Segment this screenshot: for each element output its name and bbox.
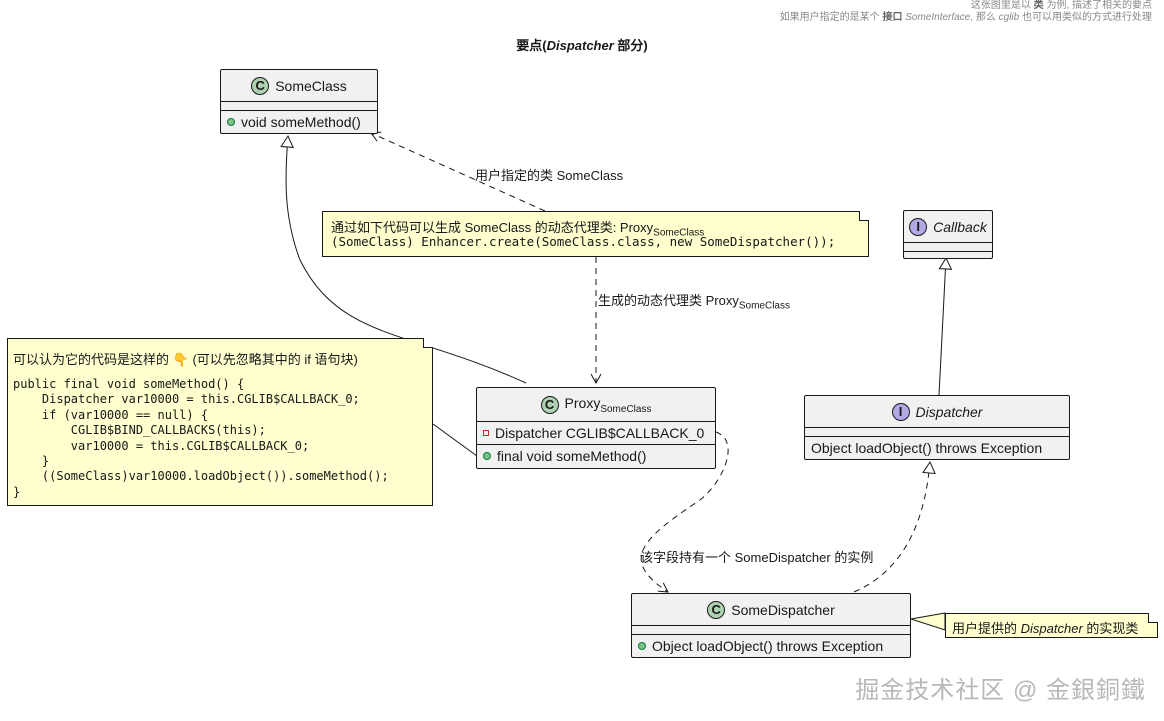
title-text: 部分) — [613, 38, 648, 53]
note-fold — [423, 338, 433, 348]
note-sub: SomeClass — [653, 227, 705, 239]
interface-callback: I Callback — [903, 210, 993, 259]
fields-compartment — [221, 101, 377, 110]
methods-compartment: Object loadObject() throws Exception — [632, 634, 910, 657]
class-name-sub: SomeClass — [600, 403, 652, 415]
note-line: 可以认为它的代码是这样的 👇 (可以先忽略其中的 if 语句块) — [13, 349, 427, 369]
class-header: I Dispatcher — [805, 396, 1069, 427]
interface-name: Callback — [933, 218, 987, 235]
edge-label-sub: SomeClass — [738, 300, 790, 312]
class-name-main: Proxy — [564, 394, 601, 411]
method-label: Object loadObject() throws Exception — [652, 638, 884, 654]
field-to-somedispatcher-arrow — [640, 431, 729, 593]
note-text: 可以认为它的代码是这样的 — [13, 352, 170, 367]
header-text: 为例, 描述了相关的要点 — [1046, 0, 1152, 11]
fields-compartment — [805, 427, 1069, 436]
interface-name: Dispatcher — [915, 403, 983, 420]
note-code-block: public final void someMethod() { Dispatc… — [13, 377, 389, 499]
edge-label-holds: 该字段持有一个 SomeDispatcher 的实例 — [640, 550, 874, 565]
note-enhancer: 通过如下代码可以生成 SomeClass 的动态代理类: ProxySomeCl… — [322, 211, 869, 257]
note-text: (可以先忽略其中的 if 语句块) — [192, 352, 358, 367]
methods-compartment: void someMethod() — [221, 110, 377, 133]
field-row: Dispatcher CGLIB$CALLBACK_0 — [477, 422, 715, 444]
edge-label-user-specified: 用户指定的类 SomeClass — [475, 168, 624, 183]
diagram-title: 要点(Dispatcher 部分) — [0, 35, 1164, 54]
header-note: 这张图里是以 类 为例, 描述了相关的要点 如果用户指定的是某个 接口 Some… — [780, 0, 1152, 24]
dispatcher-extends-callback-line — [938, 256, 953, 396]
note-text: 通过如下代码可以生成 SomeClass 的动态代理类: Proxy — [331, 220, 654, 235]
public-method-icon — [483, 452, 491, 460]
class-header: C ProxySomeClass — [477, 388, 715, 421]
class-someclass: C SomeClass void someMethod() — [220, 69, 378, 134]
class-header: I Callback — [904, 211, 992, 242]
class-badge-icon: C — [707, 600, 726, 619]
edge-label-generated: 生成的动态代理类 ProxySomeClass — [598, 290, 790, 312]
header-note-line2: 如果用户指定的是某个 接口 SomeInterface, 那么 cglib 也可… — [780, 12, 1152, 24]
fields-compartment — [904, 242, 992, 251]
somedispatcher-implements-dispatcher-line — [853, 460, 936, 593]
class-proxy: C ProxySomeClass Dispatcher CGLIB$CALLBA… — [476, 387, 716, 469]
impl-note-anchor-line — [910, 612, 946, 631]
public-method-icon — [638, 642, 646, 650]
note-line: 通过如下代码可以生成 SomeClass 的动态代理类: ProxySomeCl… — [331, 217, 860, 239]
header-text: 也可以用类似的方式进行处理 — [1022, 12, 1152, 23]
header-italic: cglib — [998, 12, 1020, 23]
class-name: SomeDispatcher — [731, 601, 835, 618]
class-header: C SomeClass — [221, 70, 377, 101]
methods-compartment — [904, 251, 992, 260]
note-fold — [1148, 613, 1158, 623]
field-label: Dispatcher CGLIB$CALLBACK_0 — [495, 425, 705, 441]
code-note-anchor-line — [432, 423, 478, 457]
method-label: final void someMethod() — [497, 448, 647, 464]
pointing-down-icon: 👇 — [172, 352, 189, 367]
note-code: 可以认为它的代码是这样的 👇 (可以先忽略其中的 if 语句块) public … — [7, 338, 433, 506]
class-header: C SomeDispatcher — [632, 594, 910, 625]
title-italic: Dispatcher — [546, 38, 614, 53]
header-text: 如果用户指定的是某个 — [779, 12, 880, 23]
header-bold: 类 — [1033, 0, 1044, 11]
public-method-icon — [227, 118, 235, 126]
note-text: 的实现类 — [1086, 621, 1139, 636]
class-badge-icon: C — [540, 395, 559, 414]
proxy-extends-someclass-line — [280, 134, 527, 384]
note-italic: Dispatcher — [1020, 621, 1083, 636]
method-row: final void someMethod() — [477, 445, 715, 467]
header-text: 这张图里是以 — [970, 0, 1031, 11]
class-somedispatcher: C SomeDispatcher Object loadObject() thr… — [631, 593, 911, 658]
fields-compartment — [632, 625, 910, 634]
header-italic: SomeInterface — [905, 12, 971, 23]
class-name: ProxySomeClass — [565, 395, 652, 415]
header-note-line1: 这张图里是以 类 为例, 描述了相关的要点 — [780, 0, 1152, 12]
class-badge-icon: C — [251, 76, 270, 95]
note-code-line: (SomeClass) Enhancer.create(SomeClass.cl… — [331, 234, 836, 249]
method-row: Object loadObject() throws Exception — [805, 437, 1069, 459]
class-name: SomeClass — [275, 77, 347, 94]
private-field-icon — [483, 430, 489, 436]
note-to-someclass-arrow — [370, 131, 546, 212]
note-impl: 用户提供的 Dispatcher 的实现类 — [945, 613, 1158, 638]
header-text: , 那么 — [970, 12, 996, 23]
method-label: void someMethod() — [241, 114, 361, 130]
note-text: 用户提供的 — [952, 621, 1018, 636]
methods-compartment: final void someMethod() — [477, 444, 715, 467]
watermark: 掘金技术社区 @ 金銀銅鐵 — [855, 677, 1146, 704]
interface-badge-icon: I — [909, 217, 928, 236]
method-row: Object loadObject() throws Exception — [632, 635, 910, 657]
note-fold — [859, 211, 869, 221]
methods-compartment: Object loadObject() throws Exception — [805, 436, 1069, 459]
interface-dispatcher: I Dispatcher Object loadObject() throws … — [804, 395, 1070, 460]
fields-compartment: Dispatcher CGLIB$CALLBACK_0 — [477, 421, 715, 444]
interface-badge-icon: I — [891, 402, 910, 421]
header-bold: 接口 — [882, 12, 903, 23]
method-row: void someMethod() — [221, 111, 377, 133]
method-label: Object loadObject() throws Exception — [811, 440, 1043, 456]
title-text: 要点( — [516, 38, 547, 53]
edge-label-text: 生成的动态代理类 Proxy — [598, 293, 739, 308]
